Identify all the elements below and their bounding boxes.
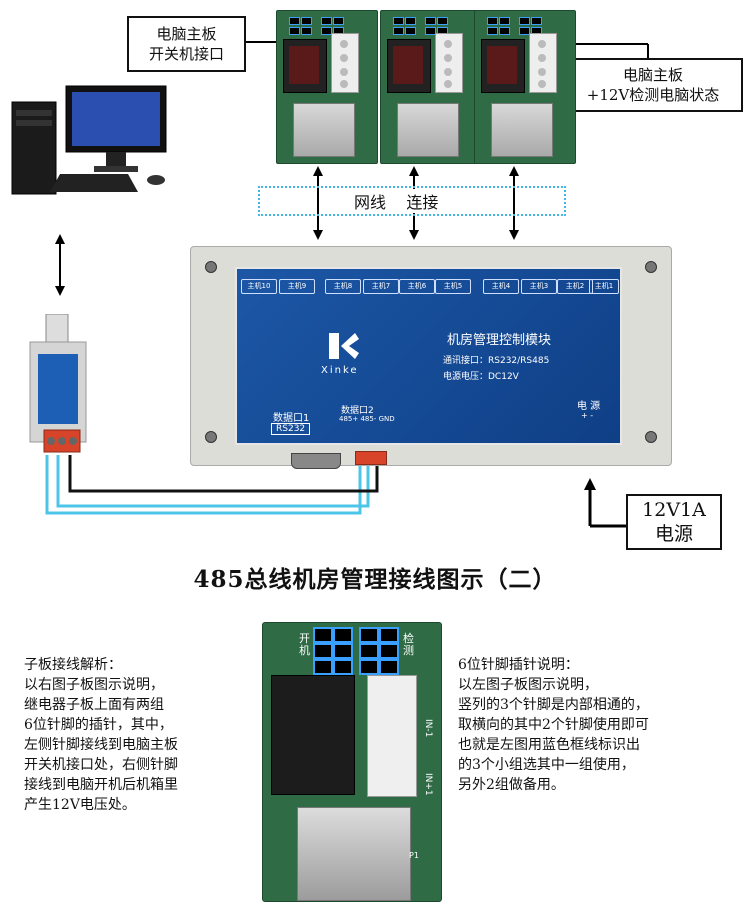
cable-black [68, 455, 379, 493]
molex-connector [529, 33, 557, 93]
note-line: 产生12V电压处。 [24, 797, 136, 813]
callout-line-1: 电脑主板 [156, 25, 217, 43]
relay [283, 39, 327, 93]
network-frame [258, 186, 566, 216]
pin-header-right [425, 15, 459, 37]
module-face: 主机10 主机9 主机8 主机7 主机6 主机5 主机4 主机3 主机2 主机1… [235, 267, 622, 445]
callout-mainboard-port: 电脑主板 开关机接口 [127, 16, 246, 72]
note-line: 开关机接口处，右侧针脚 [24, 757, 178, 773]
p1-label: P1 [409, 851, 419, 860]
cable-cyan-2 [56, 455, 370, 508]
port-label-8: 主机8 [325, 279, 361, 294]
usb-converter [29, 314, 87, 453]
pin-label-left: 开 机 [299, 632, 310, 657]
cable-cyan-1 [45, 455, 362, 515]
port-label-5: 主机5 [435, 279, 471, 294]
module-title: 机房管理控制模块 [447, 333, 552, 348]
callout-power: 12V1A 电源 [626, 494, 722, 550]
note-line: 以左图子板图示说明， [458, 677, 598, 693]
callout-line-2: 电源 [654, 523, 693, 545]
xinke-logo-icon [329, 333, 359, 359]
pin-header-left [289, 15, 323, 37]
computer-icon [11, 85, 167, 195]
page-title: 485总线机房管理接线图示（二） [193, 566, 557, 593]
pin-label-right: 检 测 [403, 632, 414, 657]
molex-connector [331, 33, 359, 93]
callout-line-2: 开关机接口 [148, 45, 224, 63]
in-minus-label: IN-1 [423, 719, 433, 738]
data-port-1-sub: RS232 [271, 423, 311, 435]
right-note: 6位针脚插针说明： 以左图子板图示说明， 竖列的3个针脚是内部相通的， 取横向的… [458, 655, 649, 795]
port-label-3: 主机3 [521, 279, 557, 294]
screw [645, 431, 657, 443]
port-label-2: 主机2 [557, 279, 593, 294]
port-label-1: 主机1 [589, 279, 619, 294]
pin-header-left [487, 15, 521, 37]
note-line: 接线到电脑开机后机箱里 [24, 777, 178, 793]
note-line: 继电器子板上面有两组 [24, 697, 164, 713]
comm-spec: 通讯接口：RS232/RS485 [443, 356, 550, 366]
port-label-10: 主机10 [241, 279, 277, 294]
screw [205, 261, 217, 273]
relay-large [271, 675, 355, 795]
note-line: 以右图子板图示说明， [24, 677, 164, 693]
port-row: 主机10 主机9 主机8 主机7 主机6 主机5 主机4 主机3 主机2 主机1 [237, 279, 620, 295]
molex-connector [435, 33, 463, 93]
pin-header-right-large [359, 627, 399, 675]
network-label: 网线 连接 [350, 189, 443, 213]
note-line: 也就是左图用蓝色框线标识出 [458, 737, 640, 753]
db9-connector [291, 453, 341, 469]
note-line: 6位针脚插针说明： [458, 657, 579, 673]
pin-header-right [519, 15, 553, 37]
screw [205, 431, 217, 443]
relay [481, 39, 525, 93]
screw [645, 261, 657, 273]
note-line: 取横向的其中2个针脚使用即可 [458, 717, 649, 733]
control-module: 主机10 主机9 主机8 主机7 主机6 主机5 主机4 主机3 主机2 主机1… [190, 246, 672, 469]
note-line: 的3个小组选其中一组使用， [458, 757, 635, 773]
data-port-1-label: 数据口1 [273, 413, 310, 424]
relay-board-1 [276, 10, 378, 164]
rj45-port [397, 103, 459, 157]
port-label-4: 主机4 [483, 279, 519, 294]
rs485-terminal [355, 451, 387, 465]
power-arrow-head [584, 478, 596, 490]
callout-line-2: +12V检测电脑状态 [586, 86, 720, 104]
relay-board-large: 开 机 检 测 IN-1 IN+1 P1 [262, 622, 442, 902]
brand-name: Xinke [321, 365, 359, 376]
power-label: 电 源 [577, 401, 601, 412]
data-port-2-label: 数据口2 [341, 406, 374, 416]
note-line: 子板接线解析： [24, 657, 122, 673]
left-note: 子板接线解析： 以右图子板图示说明， 继电器子板上面有两组 6位针脚的插针，其中… [24, 655, 178, 815]
callout-line-1: 12V1A [642, 499, 706, 521]
relay-board-3 [474, 10, 576, 164]
data-port-2-sub: 485+ 485- GND [339, 415, 395, 423]
pin-header-right [321, 15, 355, 37]
power-sub: + - [581, 411, 594, 420]
callout-mainboard-12v: 电脑主板 +12V检测电脑状态 [563, 58, 743, 112]
callout-line-1: 电脑主板 [622, 66, 683, 84]
note-line: 左侧针脚接线到电脑主板 [24, 737, 178, 753]
voltage-spec: 电源电压：DC12V [443, 372, 519, 382]
molex-large [367, 675, 417, 797]
note-line: 另外2组做备用。 [458, 777, 565, 793]
rj45-port [491, 103, 553, 157]
note-line: 6位针脚的插针，其中， [24, 717, 173, 733]
port-label-7: 主机7 [363, 279, 399, 294]
pin-header-left-large [313, 627, 353, 675]
relay-board-2 [380, 10, 482, 164]
in-plus-label: IN+1 [423, 773, 433, 796]
port-label-6: 主机6 [399, 279, 435, 294]
rj45-large [297, 807, 411, 901]
rj45-port [293, 103, 355, 157]
port-label-9: 主机9 [279, 279, 315, 294]
note-line: 竖列的3个针脚是内部相通的， [458, 697, 649, 713]
pin-header-left [393, 15, 427, 37]
relay [387, 39, 431, 93]
